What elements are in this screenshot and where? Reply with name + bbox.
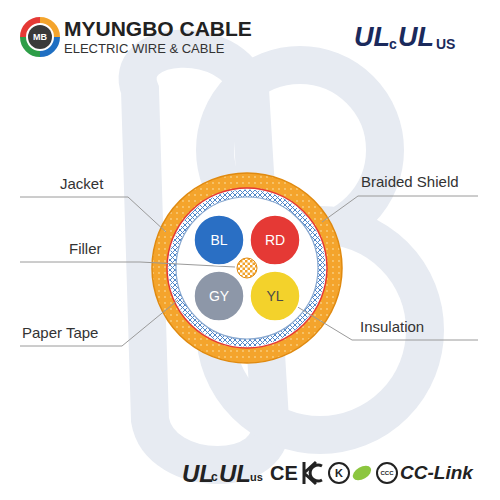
conductor-circle: GY (193, 270, 245, 322)
leader-lines (20, 196, 478, 346)
braided-shield (169, 190, 326, 347)
conductor-fill (250, 215, 300, 265)
cert-mark: UL (354, 22, 390, 53)
cert-mark: US (436, 36, 455, 52)
part-label: Braided Shield (361, 173, 459, 190)
part-label: Paper Tape (22, 324, 98, 341)
part-label: Filler (69, 240, 102, 257)
cert-mark: K (335, 467, 343, 480)
brand-name: MYUNGBO CABLE (64, 17, 252, 41)
cert-mark: CCC (381, 470, 394, 477)
conductor-circle: RD (249, 214, 301, 266)
filler (237, 258, 257, 278)
conductor-text-box: YL (249, 270, 301, 322)
cert-icons (304, 462, 397, 484)
conductor-text-box: GY (193, 270, 245, 322)
conductor-color-code: RD (265, 232, 285, 248)
conductor-fill (194, 271, 244, 321)
part-label: Insulation (360, 318, 424, 335)
conductor-color-code: GY (209, 288, 229, 304)
watermark (138, 49, 425, 465)
cert-mark: c (211, 471, 218, 485)
cert-mark: UL (182, 460, 214, 488)
conductor-text-box: BL (193, 214, 245, 266)
jacket-inner-line (167, 188, 327, 348)
cert-mark: CE (270, 462, 298, 485)
paper-tape (176, 197, 318, 339)
cert-mark: us (250, 471, 263, 484)
conductor-circle: YL (249, 270, 301, 322)
part-label: Jacket (60, 175, 103, 192)
cert-mark: CC-Link (400, 462, 473, 484)
cert-mark: UL (398, 22, 434, 53)
conductor-fill (250, 271, 300, 321)
conductor-fill (194, 215, 244, 265)
brand-tagline: ELECTRIC WIRE & CABLE (64, 42, 224, 57)
logo-initials: MB (33, 32, 47, 42)
conductor-color-code: BL (210, 232, 227, 248)
conductor-color-code: YL (266, 288, 283, 304)
logo-mark (23, 20, 57, 54)
jacket (152, 173, 342, 363)
conductor-text-box: RD (249, 214, 301, 266)
cert-mark: UL (219, 460, 251, 488)
conductor-circle: BL (193, 214, 245, 266)
cable-section (152, 173, 342, 363)
cert-mark: c (389, 36, 397, 52)
